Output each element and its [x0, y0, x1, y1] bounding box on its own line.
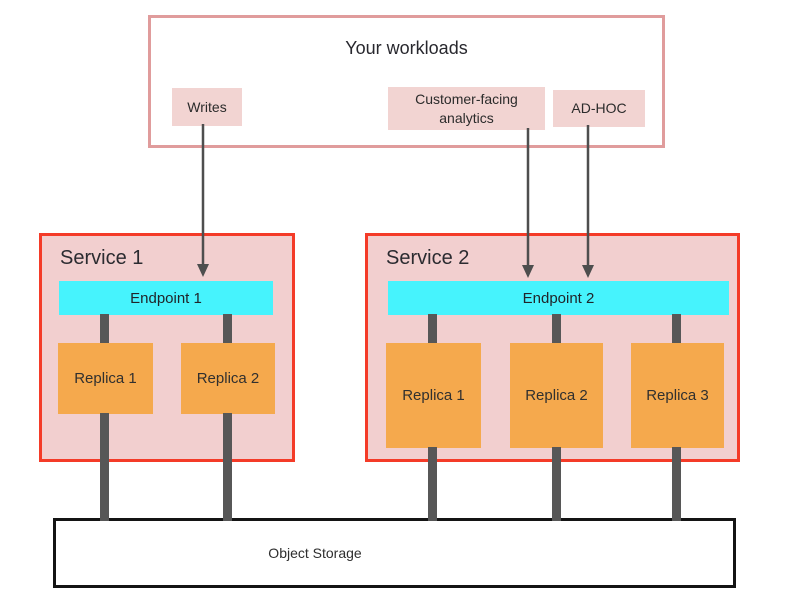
service-2-endpoint: Endpoint 2 — [388, 281, 729, 315]
connector-s2-endpoint-replica1 — [428, 314, 437, 343]
workload-ad-hoc: AD-HOC — [553, 90, 645, 127]
connector-s1-endpoint-replica1 — [100, 314, 109, 343]
connector-s1-replica1-storage — [100, 413, 109, 521]
connector-s2-endpoint-replica3 — [672, 314, 681, 343]
connector-s2-replica2-storage — [552, 447, 561, 521]
connector-s1-endpoint-replica2 — [223, 314, 232, 343]
workload-writes: Writes — [172, 88, 242, 126]
workloads-box: Your workloads Writes Customer-facing an… — [148, 15, 665, 148]
service-1-replica-2: Replica 2 — [181, 343, 275, 414]
connector-s2-replica1-storage — [428, 447, 437, 521]
workloads-title: Your workloads — [345, 38, 468, 58]
service-2-replica-2: Replica 2 — [510, 343, 603, 448]
workload-customer-facing-analytics: Customer-facing analytics — [388, 87, 545, 130]
connector-s2-endpoint-replica2 — [552, 314, 561, 343]
service-1-name: Service 1 — [60, 247, 144, 269]
connector-s1-replica2-storage — [223, 413, 232, 521]
service-2-box: Service 2 Endpoint 2 Replica 1 Replica 2… — [365, 233, 740, 462]
object-storage-box: Object Storage — [53, 518, 736, 588]
service-2-name: Service 2 — [386, 247, 470, 269]
service-1-replica-1: Replica 1 — [58, 343, 153, 414]
service-1-endpoint: Endpoint 1 — [59, 281, 273, 315]
service-2-replica-1: Replica 1 — [386, 343, 481, 448]
object-storage-label: Object Storage — [268, 545, 362, 561]
connector-s2-replica3-storage — [672, 447, 681, 521]
service-2-replica-3: Replica 3 — [631, 343, 724, 448]
service-1-box: Service 1 Endpoint 1 Replica 1 Replica 2 — [39, 233, 295, 462]
